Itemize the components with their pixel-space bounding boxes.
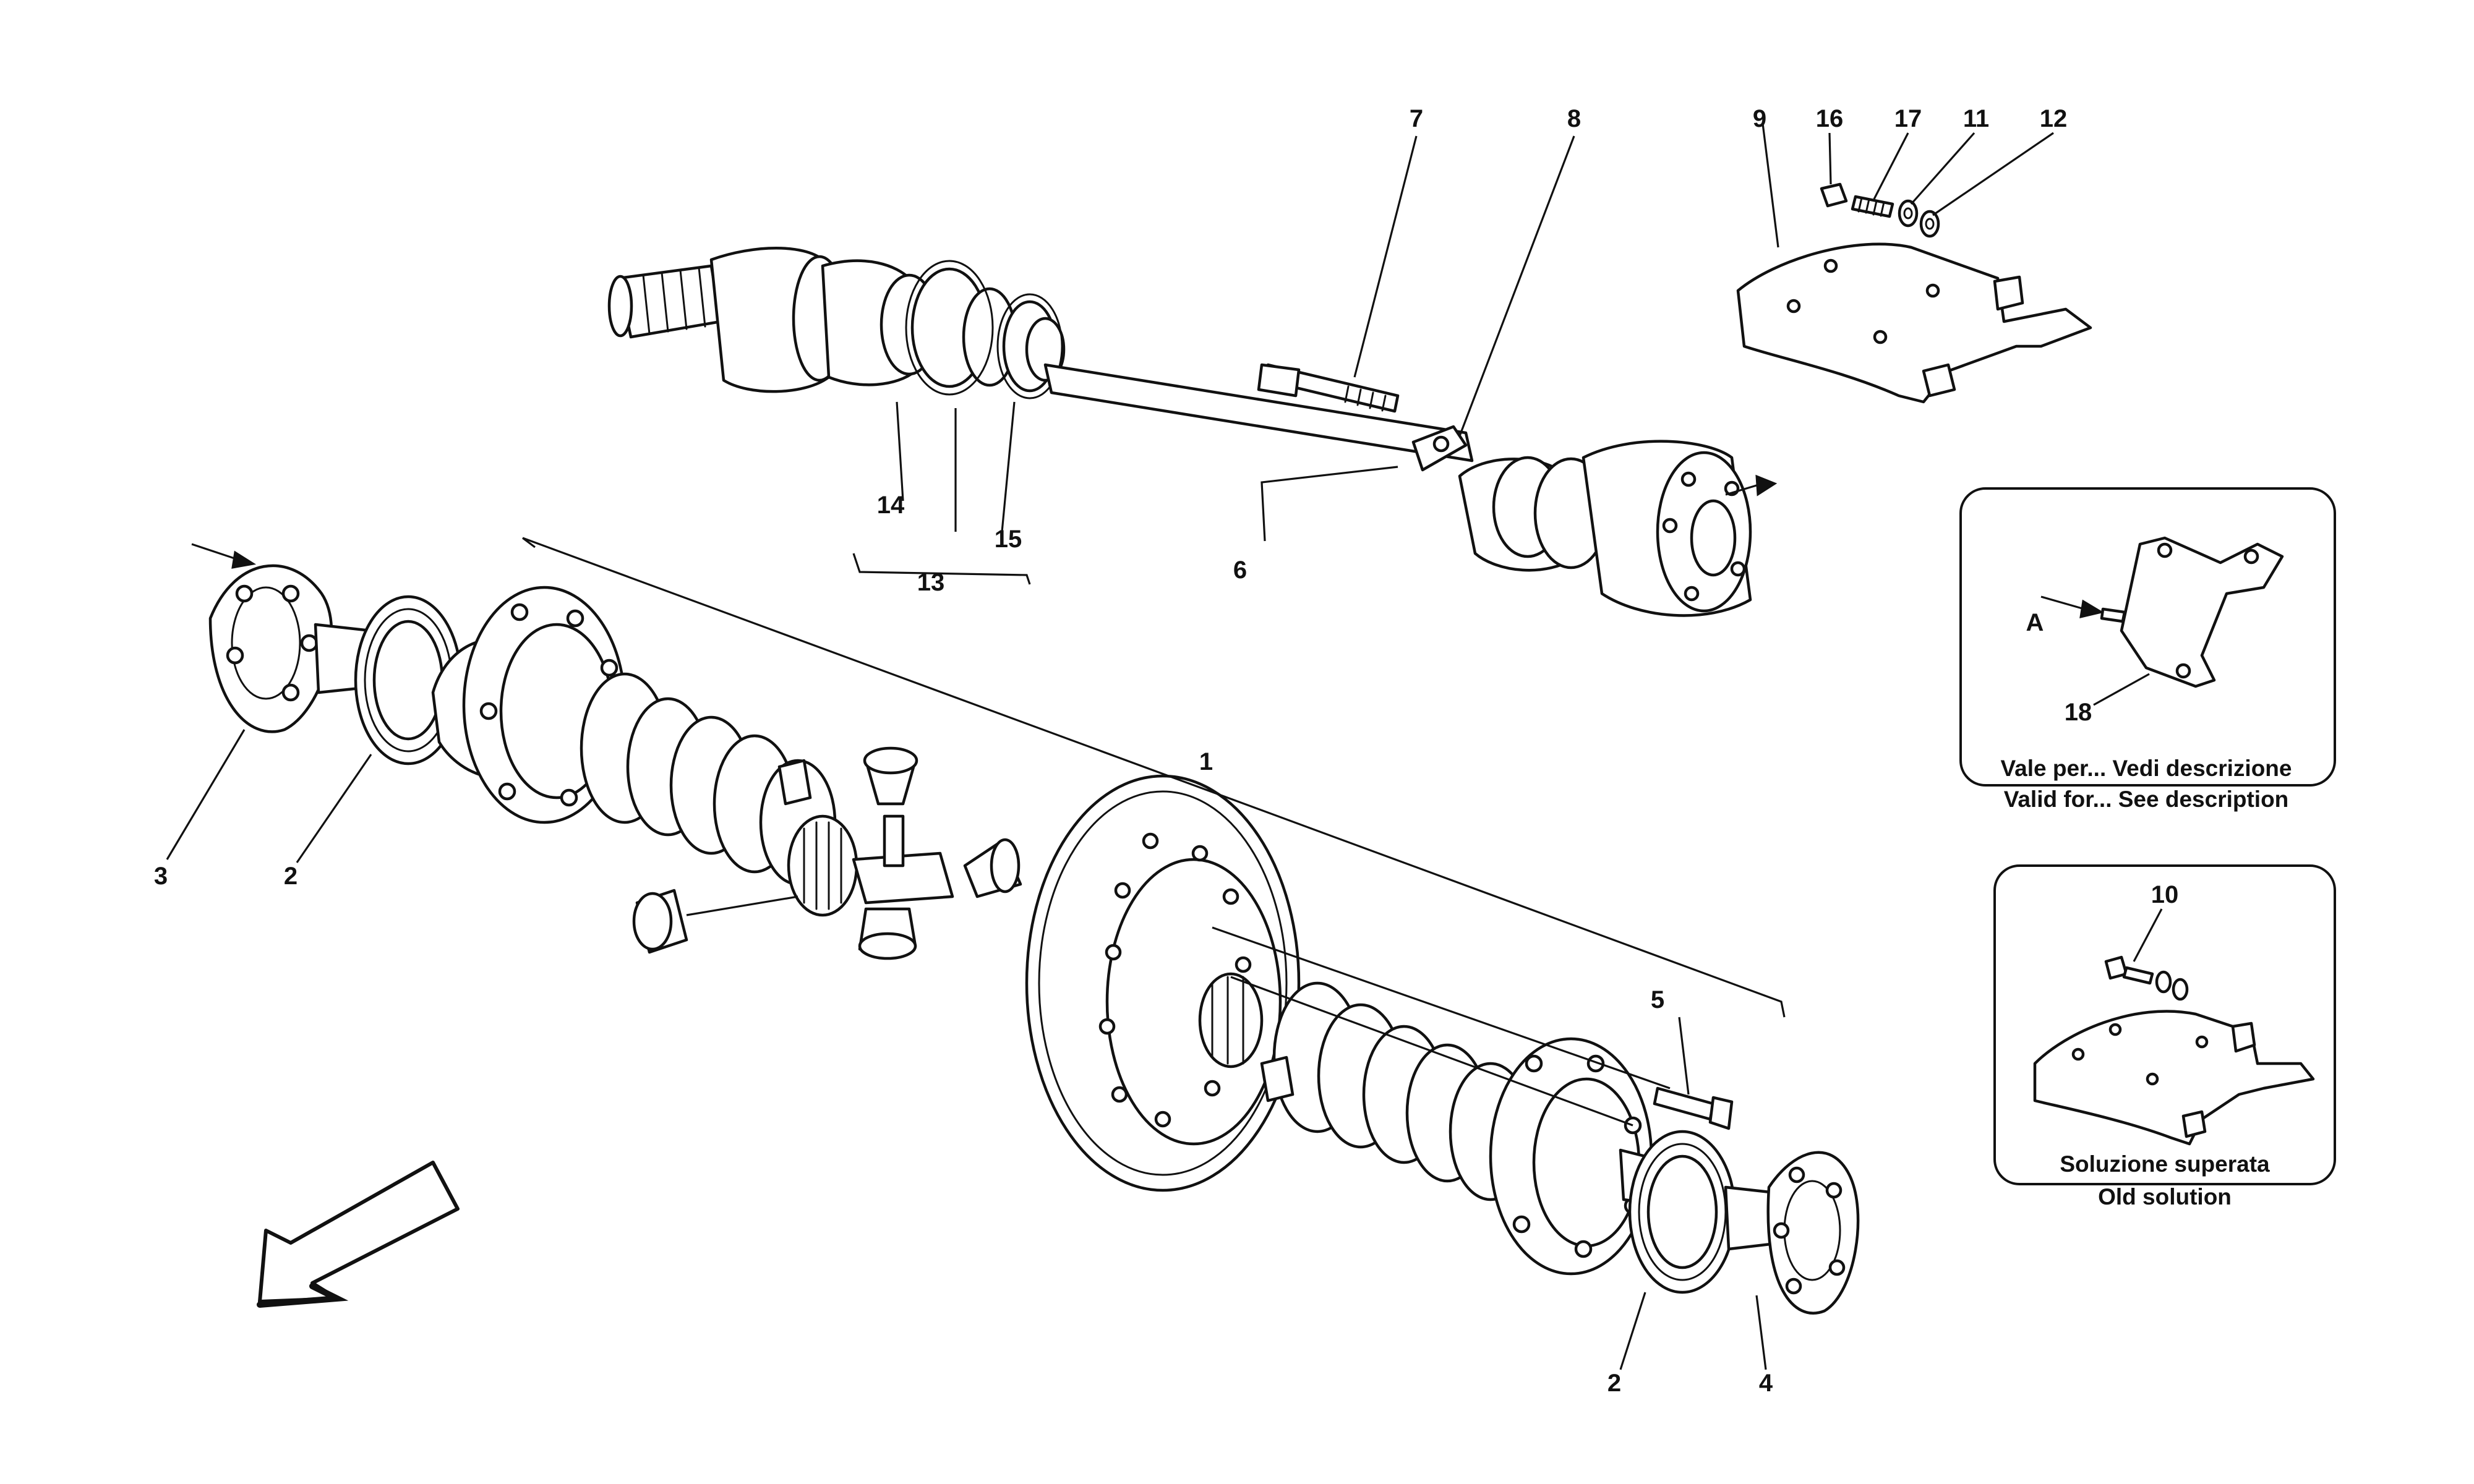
callout-11: 11 <box>1963 105 1989 132</box>
inset-old-solution-line1: Soluzione superata <box>2060 1151 2270 1177</box>
differential-case-right <box>1198 926 1671 1276</box>
callout-14: 14 <box>877 492 905 519</box>
callout-6: 6 <box>1233 556 1247 584</box>
callout-16: 16 <box>1816 105 1844 132</box>
direction-arrow-icon <box>258 1161 460 1303</box>
left-output-flange <box>208 564 416 733</box>
callout-9: 9 <box>1753 105 1766 132</box>
inset-old-solution-line2: Old solution <box>2098 1184 2232 1209</box>
inset-valid-for-line2: Valid for... See description <box>2004 787 2289 812</box>
inset-valid-for: A 18 Vale per... Vedi descrizione Valid … <box>1959 487 2336 812</box>
heat-shield-assembly <box>1736 182 2092 404</box>
ring-gear <box>1025 774 1301 1192</box>
drive-shaft-assembly <box>607 247 1778 617</box>
inset-valid-for-line1: Vale per... Vedi descrizione <box>2001 756 2292 781</box>
callout-17: 17 <box>1894 105 1922 132</box>
callout-8: 8 <box>1567 105 1581 132</box>
callout-18: 18 <box>2065 699 2092 726</box>
arrow-pointer-3 <box>191 543 239 561</box>
callout-3: 3 <box>154 863 168 890</box>
inset-old-solution: 10 Soluzione superata Old solution <box>1993 864 2336 1209</box>
left-bearing <box>354 595 463 765</box>
right-output-flange <box>1724 1151 1860 1315</box>
inset-view-letter: A <box>2026 609 2044 636</box>
callout-15: 15 <box>995 526 1022 553</box>
differential-case-left <box>431 586 858 917</box>
callout-12: 12 <box>2040 105 2068 132</box>
spider-gear-set <box>632 746 1022 960</box>
callout-1: 1 <box>1199 748 1213 775</box>
callout-13: 13 <box>917 569 945 596</box>
right-bearing <box>1619 1130 1737 1294</box>
callout-4: 4 <box>1759 1370 1773 1397</box>
callout-5: 5 <box>1651 986 1664 1013</box>
bolt-5 <box>1653 1086 1734 1130</box>
callout-10: 10 <box>2151 881 2179 908</box>
callout-2-left: 2 <box>284 863 297 890</box>
callout-7: 7 <box>1410 105 1423 132</box>
callout-2-right: 2 <box>1607 1370 1621 1397</box>
